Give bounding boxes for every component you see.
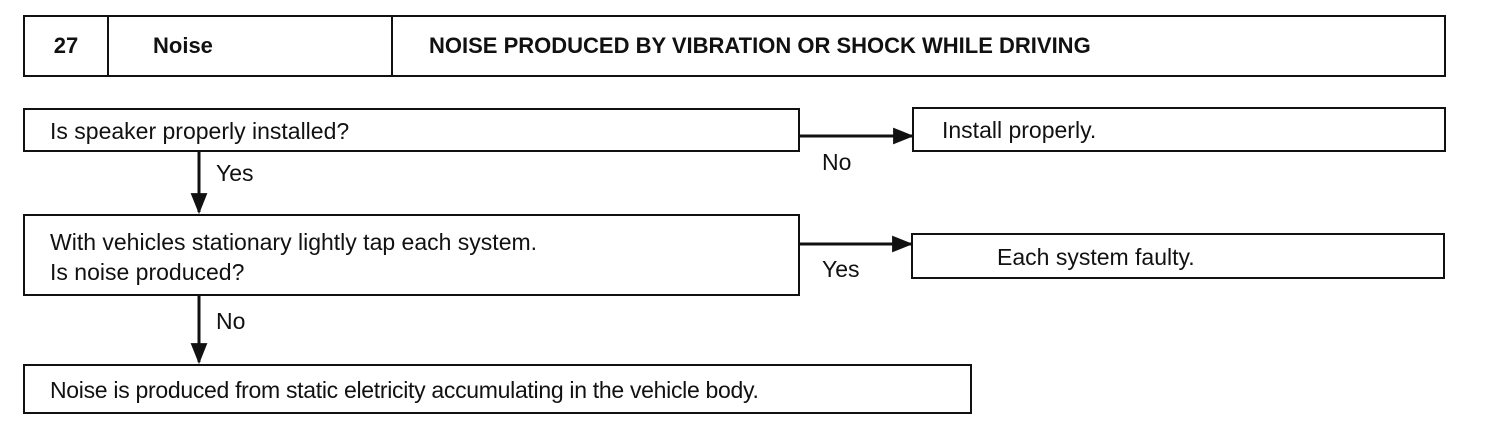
result-install-properly-box: Install properly. bbox=[912, 107, 1446, 152]
label-q1-no: No bbox=[822, 149, 852, 175]
conclusion-static-electricity-text: Noise is produced from static eletricity… bbox=[50, 377, 759, 403]
question-noise-produced-line2: Is noise produced? bbox=[50, 259, 245, 285]
question-speaker-installed-text: Is speaker properly installed? bbox=[50, 118, 350, 144]
result-install-properly-text: Install properly. bbox=[942, 117, 1097, 143]
result-each-system-faulty-box: Each system faulty. bbox=[911, 233, 1445, 279]
procedure-category: Noise bbox=[109, 17, 393, 75]
label-q2-yes: Yes bbox=[822, 256, 860, 282]
procedure-number: 27 bbox=[25, 17, 109, 75]
result-each-system-faulty-text: Each system faulty. bbox=[997, 244, 1195, 270]
label-q2-no: No bbox=[216, 308, 246, 334]
question-tap-system-box: With vehicles stationary lightly tap eac… bbox=[23, 214, 800, 296]
question-tap-system-line1: With vehicles stationary lightly tap eac… bbox=[50, 229, 538, 255]
header-bar: 27 Noise NOISE PRODUCED BY VIBRATION OR … bbox=[23, 15, 1446, 77]
question-speaker-installed-box: Is speaker properly installed? bbox=[23, 108, 800, 152]
conclusion-static-electricity-box: Noise is produced from static eletricity… bbox=[23, 364, 972, 414]
label-q1-yes: Yes bbox=[216, 160, 254, 186]
procedure-title: NOISE PRODUCED BY VIBRATION OR SHOCK WHI… bbox=[429, 33, 1091, 58]
